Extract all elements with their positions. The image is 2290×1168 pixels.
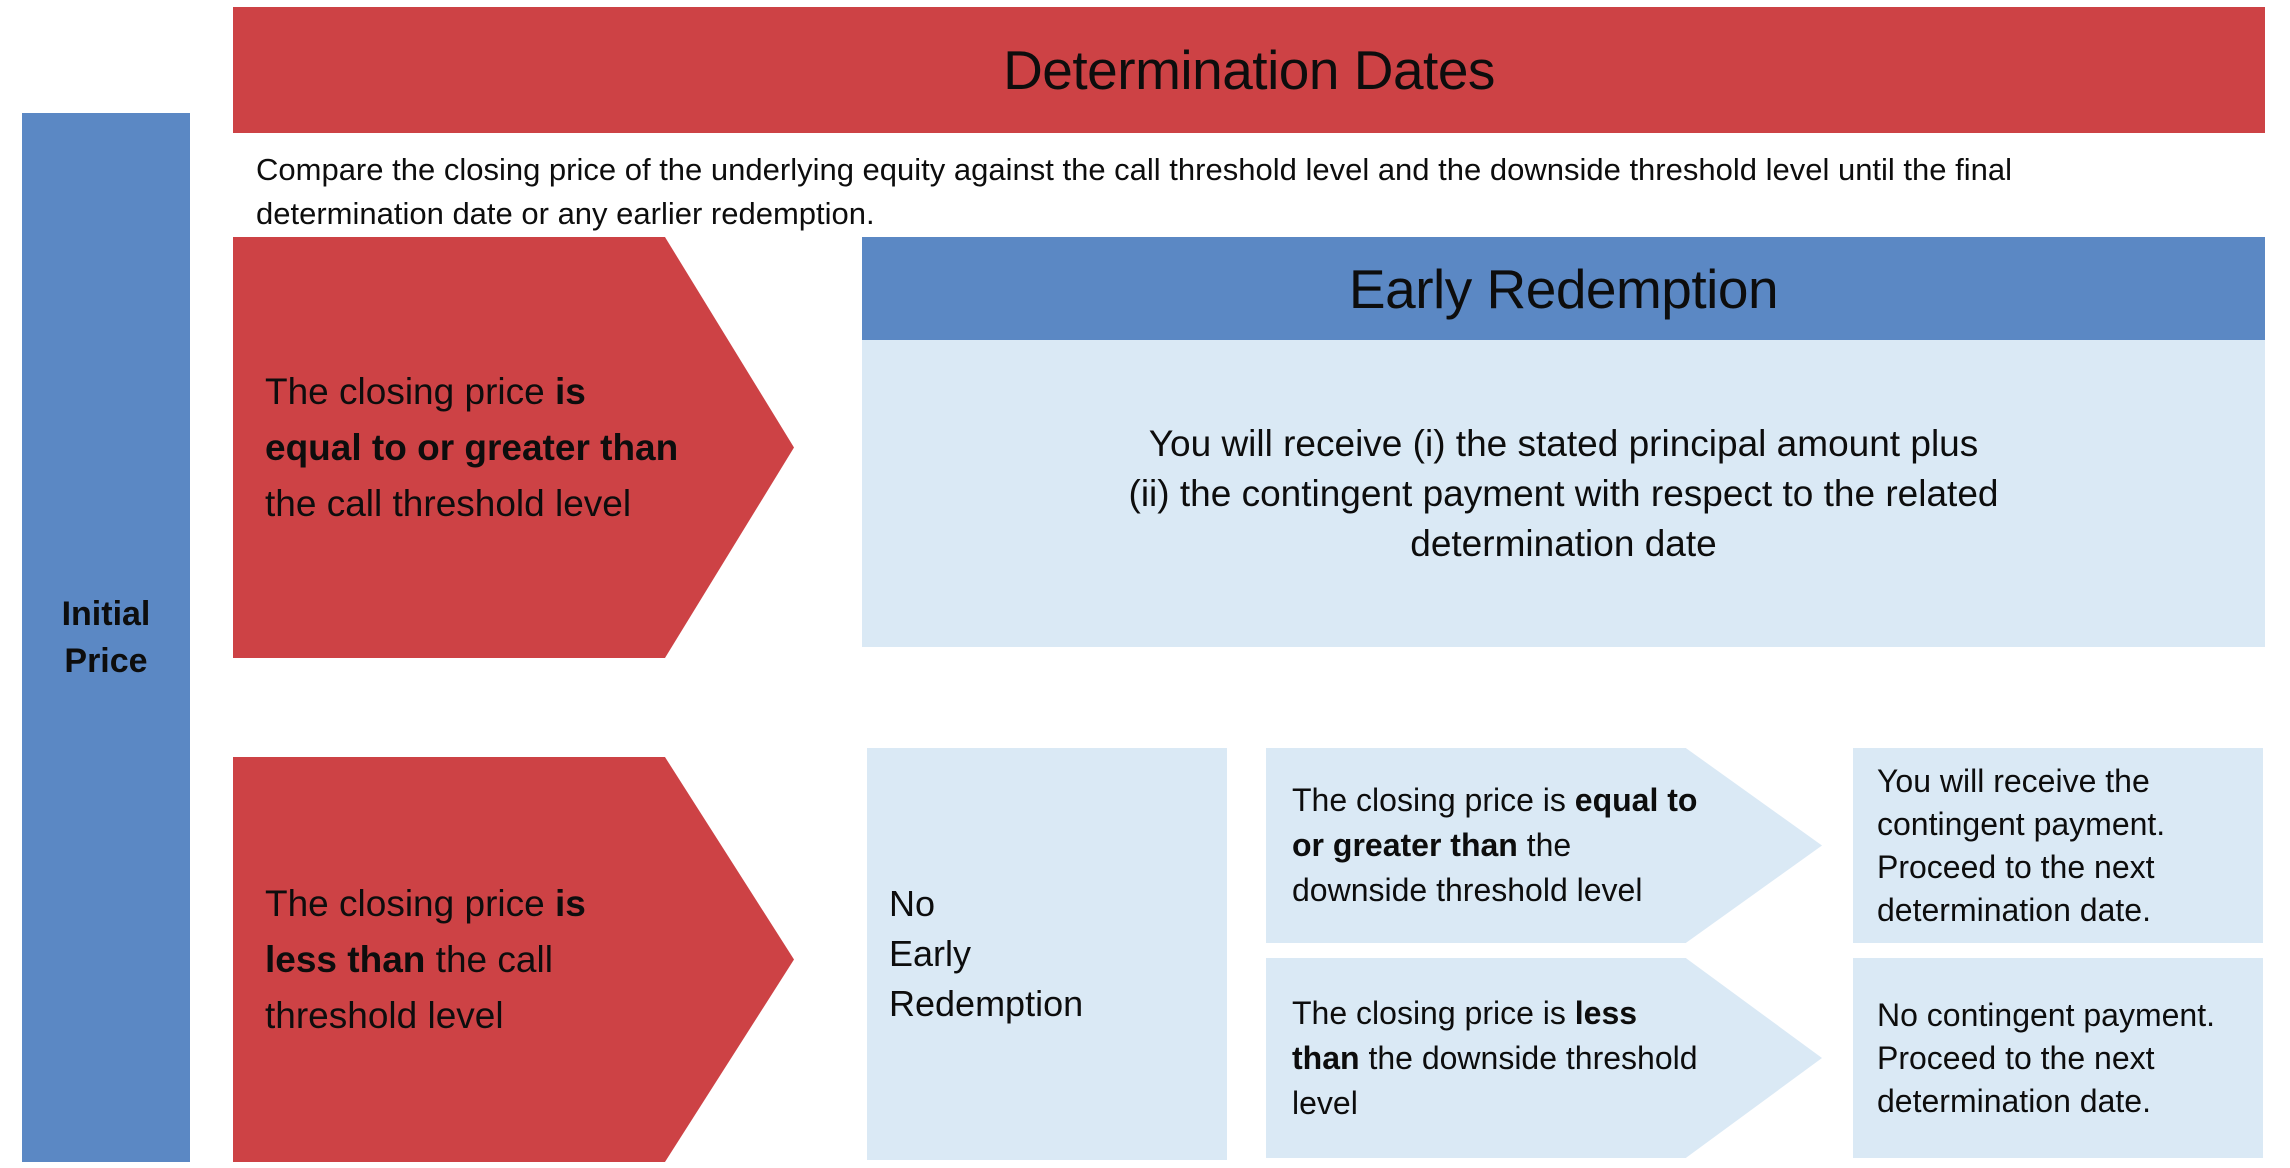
early-redemption-title: Early Redemption [1348,257,1779,320]
early-redemption-outcome-text: You will receive (i) the stated principa… [1128,422,1999,564]
early-redemption-header: Early Redemption [862,237,2265,340]
early-redemption-outcome-box: You will receive (i) the stated principa… [862,340,2265,647]
determination-dates-header: Determination Dates [233,7,2265,133]
page-title: Determination Dates [1003,39,1495,101]
no-contingent-payment-text: No contingent payment.Proceed to the nex… [1877,996,2215,1119]
no-contingent-payment-box: No contingent payment.Proceed to the nex… [1853,958,2263,1158]
intro-text: Compare the closing price of the underly… [256,152,2013,231]
